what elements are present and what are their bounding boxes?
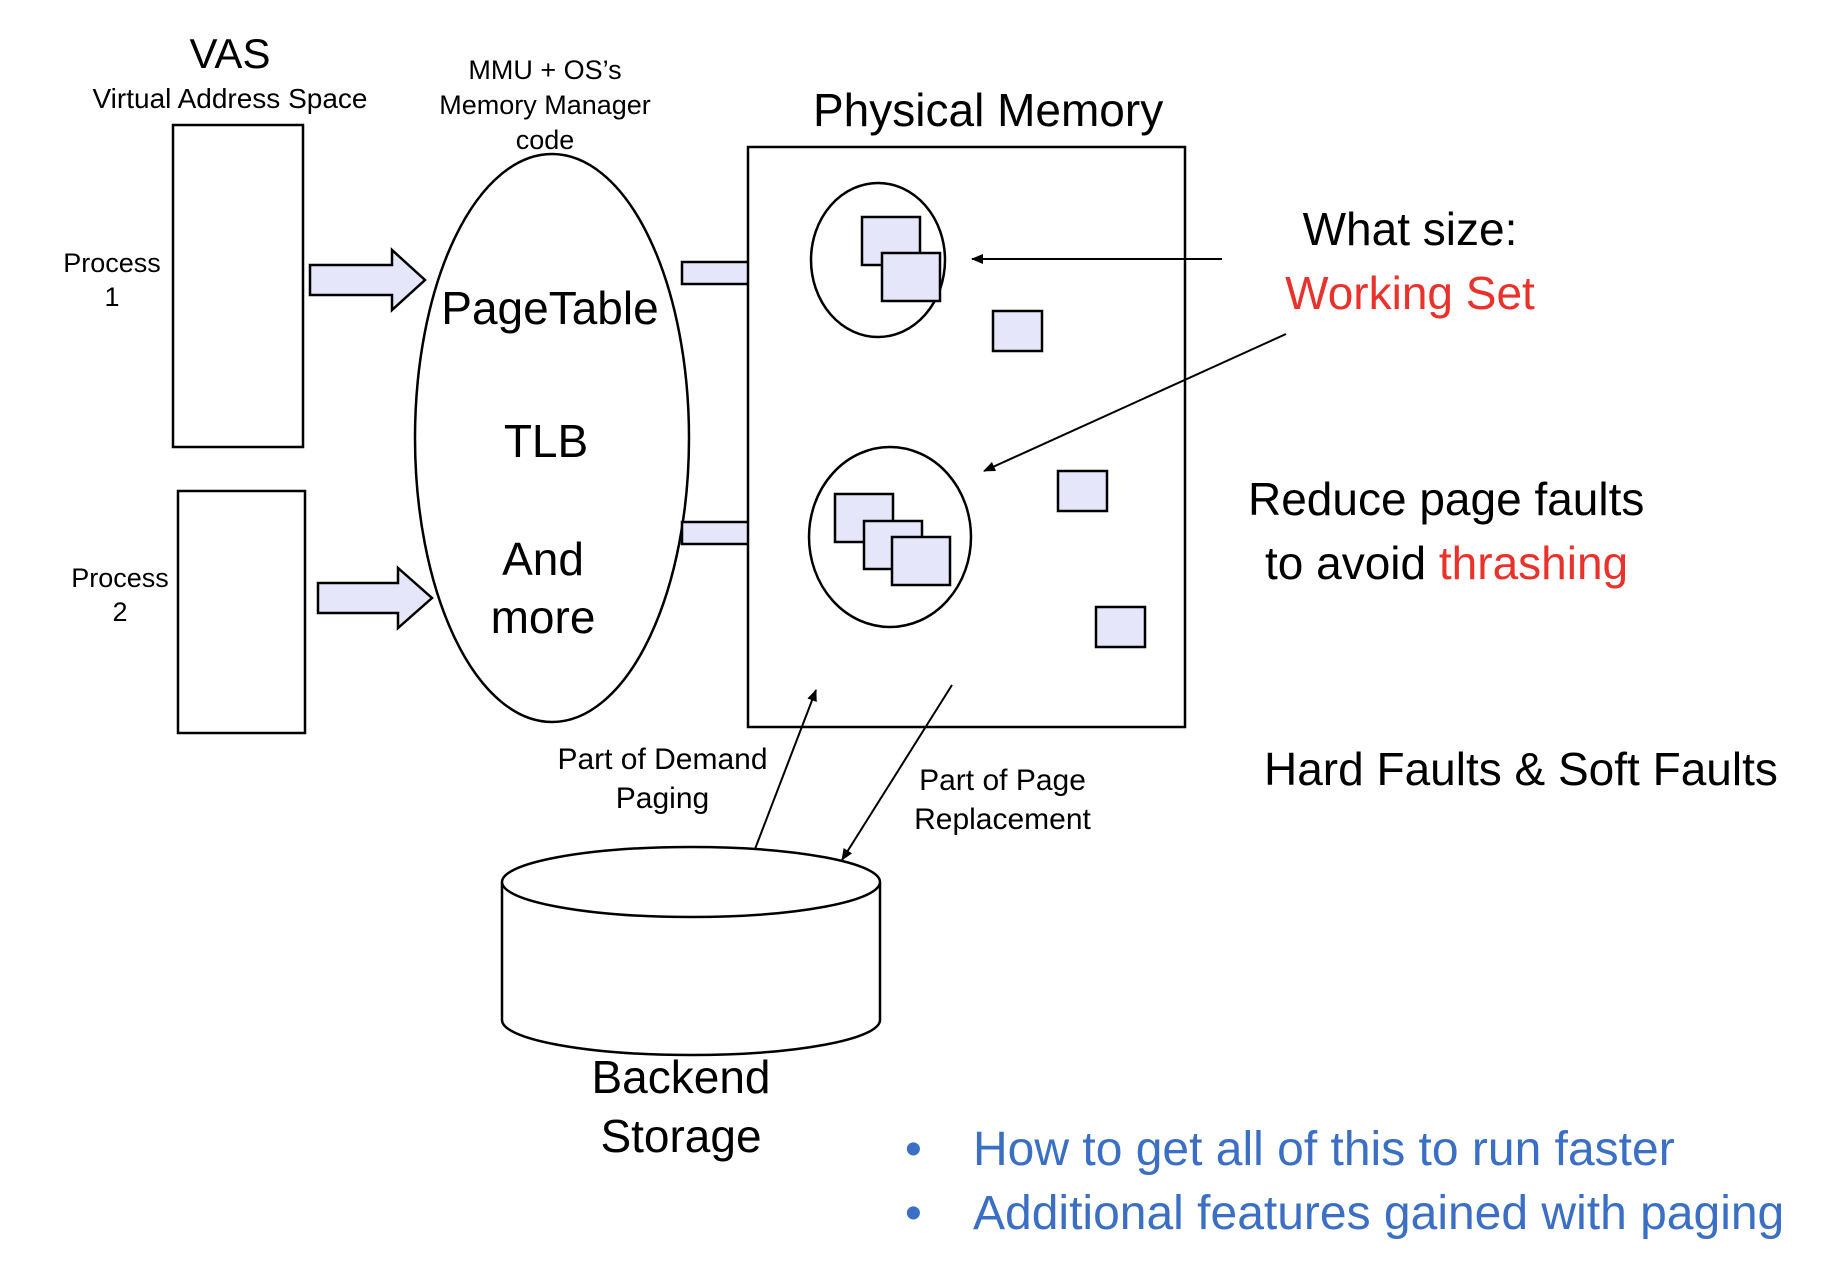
working-set-question: What size: [1302, 203, 1518, 255]
demand-paging-arrow [754, 689, 817, 850]
vas-subtitle: Virtual Address Space [92, 83, 368, 114]
page-replacement-arrow [841, 684, 953, 861]
avoid-thrashing-prefix: to avoid [1265, 537, 1439, 589]
bullet-dot: • [905, 1123, 922, 1176]
bullet-item: • How to get all of this to run faster [905, 1118, 1784, 1182]
page-frame [1056, 469, 1109, 513]
page-frame [991, 309, 1044, 353]
mmu-item-tlb: TLB [503, 415, 589, 467]
bullet-text: How to get all of this to run faster [973, 1123, 1675, 1176]
mmu-caption: MMU + OS’s Memory Manager code [439, 55, 651, 155]
backend-storage-cylinder [500, 882, 882, 1057]
reduce-page-faults: Reduce page faults [1248, 473, 1645, 525]
bullet-text: Additional features gained with paging [973, 1187, 1785, 1240]
bullet-item: • Additional features gained with paging [905, 1182, 1784, 1246]
page-replacement-label: Part of Page Replacement [914, 764, 1091, 836]
mmu-ellipse [413, 152, 691, 724]
page-frame [1094, 605, 1147, 649]
vas-title: VAS [189, 30, 271, 77]
backend-storage-cylinder-top [500, 845, 882, 919]
working-set-answer: Working Set [1285, 267, 1535, 319]
demand-paging-label: Part of Demand Paging [557, 743, 768, 815]
bullet-list: • How to get all of this to run faster • A… [905, 1118, 1784, 1246]
bullet-dot: • [905, 1187, 922, 1240]
thrashing-highlight: thrashing [1438, 537, 1629, 589]
page-frame [890, 535, 952, 587]
backend-storage-label: Backend Storage [591, 1051, 771, 1162]
hard-soft-faults: Hard Faults & Soft Faults [1264, 743, 1778, 795]
physical-memory-title: Physical Memory [813, 84, 1164, 136]
process-1-arrow [308, 247, 427, 313]
process-1-label: Process 1 [63, 248, 161, 312]
mmu-item-and-more: And more [490, 533, 596, 643]
avoid-thrashing-line: to avoid thrashing [1265, 537, 1628, 590]
page-frame [880, 251, 942, 303]
process-2-label: Process 2 [71, 563, 169, 627]
process-2-arrow [316, 565, 434, 631]
process-2-box [176, 489, 307, 735]
mmu-item-pagetable: PageTable [441, 282, 659, 334]
working-set-arrow-2 [983, 333, 1287, 472]
process-1-box [171, 123, 305, 449]
